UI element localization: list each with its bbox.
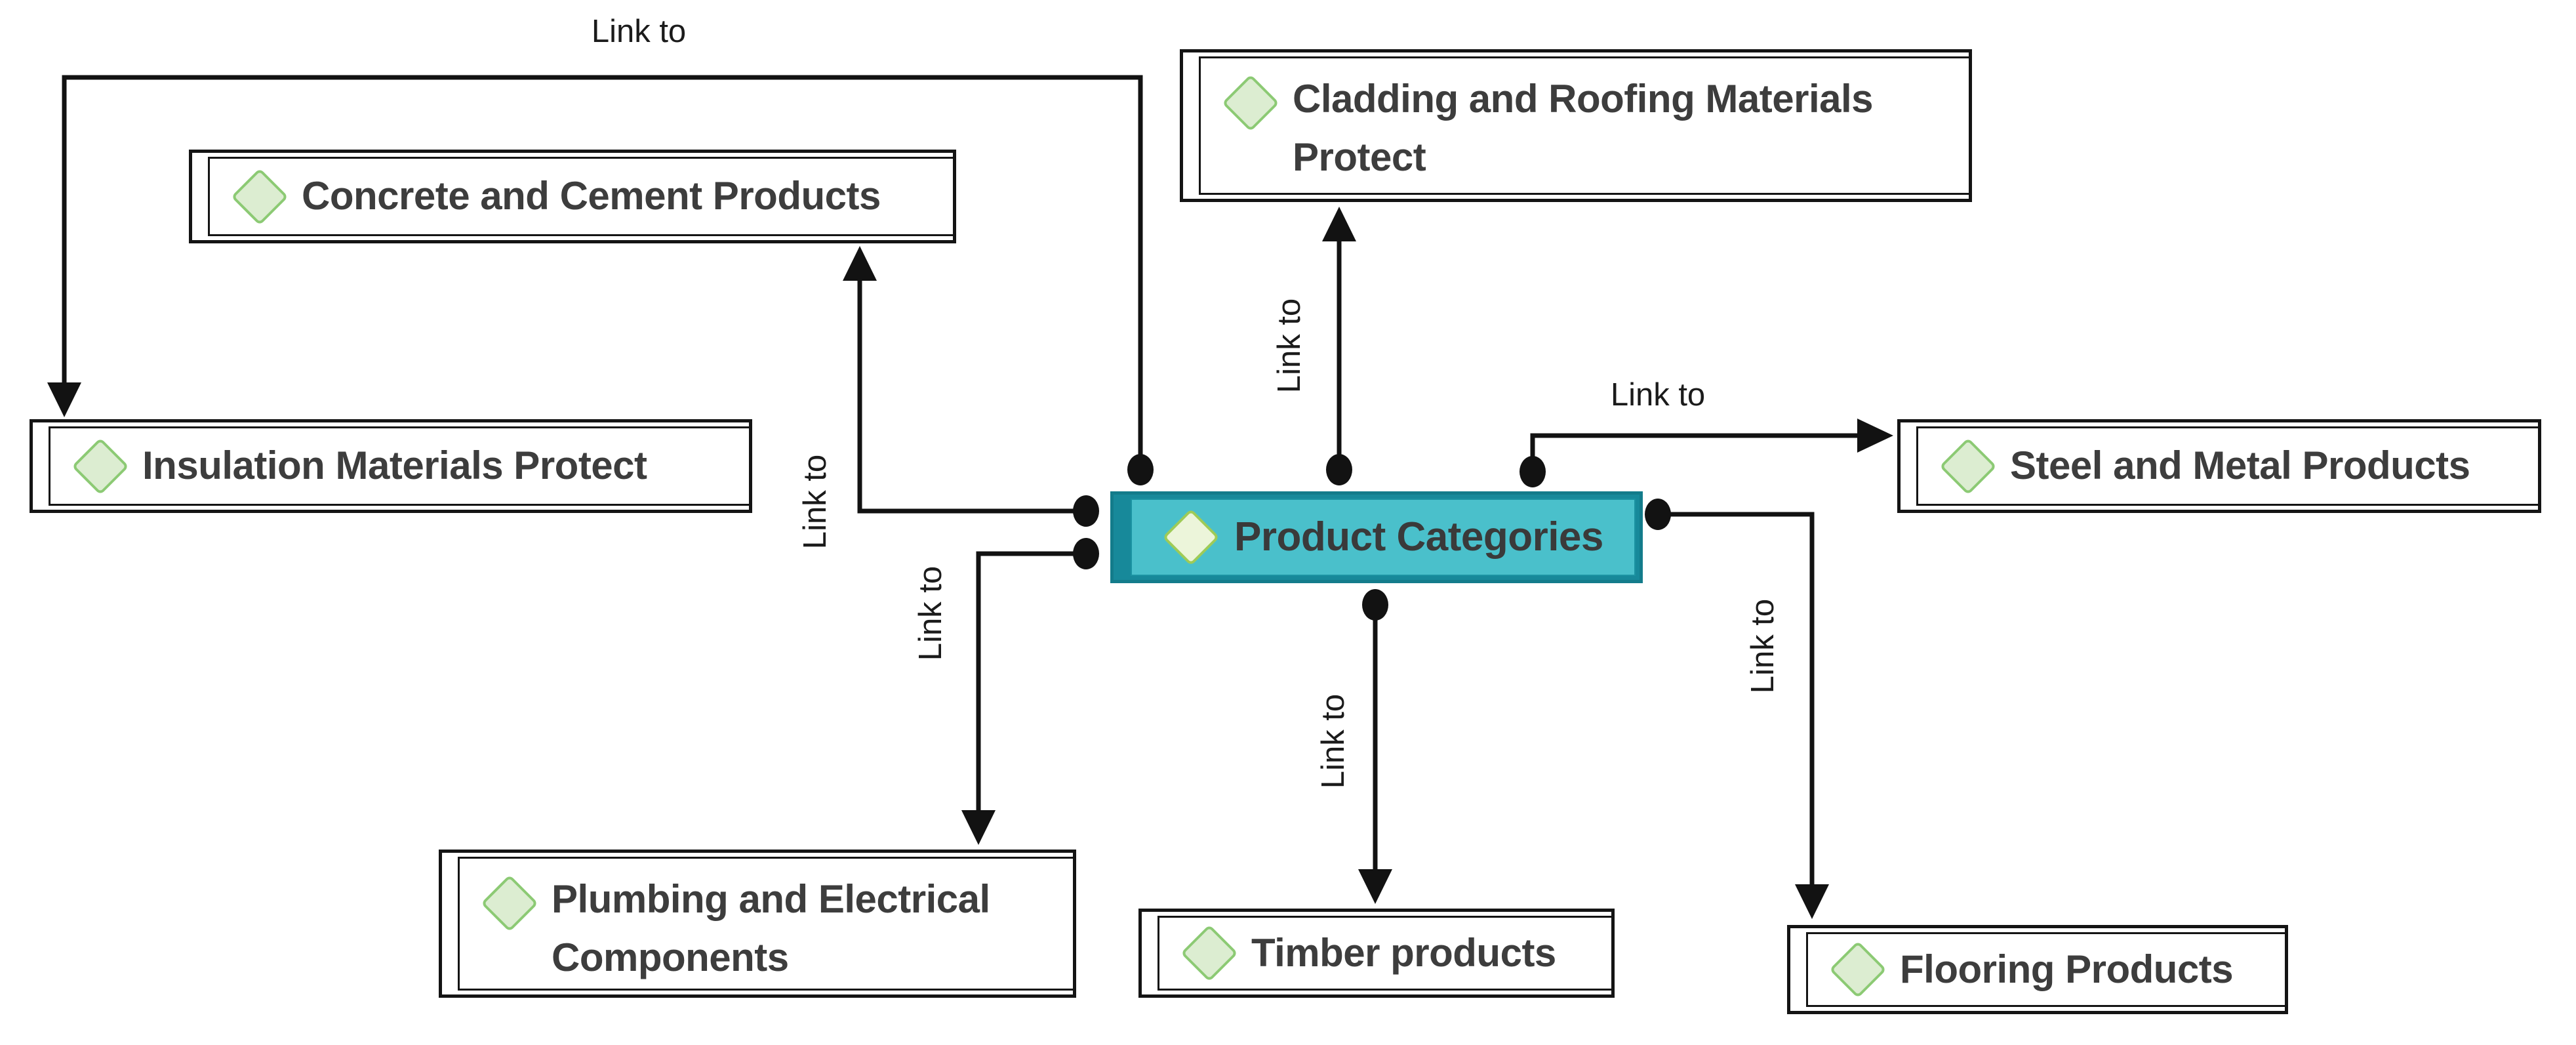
connector-line <box>1658 512 1815 884</box>
node-label: Product Categories <box>1234 514 1603 560</box>
node-timber[interactable]: Timber products <box>1138 909 1615 998</box>
node-label: Flooring Products <box>1900 947 2234 991</box>
node-label: Cladding and Roofing Materials Protect <box>1293 77 1874 179</box>
diamond-icon <box>1939 437 1997 495</box>
node-concrete-cement[interactable]: Concrete and Cement Products <box>189 150 956 243</box>
connector-product-categories-to-insulation[interactable] <box>47 75 1154 485</box>
link-label-steel-metal[interactable]: Link to <box>1610 377 1706 413</box>
node-plumbing-electrical[interactable]: Plumbing and Electrical Components <box>439 850 1076 998</box>
connection-dot <box>1362 589 1388 621</box>
node-flooring[interactable]: Flooring Products <box>1787 925 2288 1014</box>
diamond-icon <box>1180 924 1238 982</box>
connection-dot <box>1326 454 1352 485</box>
connector-line <box>1530 433 1857 472</box>
arrowhead-icon <box>843 246 877 281</box>
node-body: Concrete and Cement Products <box>208 157 953 236</box>
arrowhead-icon <box>1857 419 1893 453</box>
node-product-categories[interactable]: Product Categories <box>1110 491 1643 583</box>
connection-dot <box>1127 454 1154 485</box>
connector-product-categories-to-concrete-cement[interactable] <box>843 246 1099 527</box>
diamond-icon <box>481 874 538 932</box>
arrowhead-icon <box>47 382 81 417</box>
arrowhead-icon <box>1322 207 1356 241</box>
connector-line <box>62 75 1143 470</box>
connector-product-categories-to-steel-metal[interactable] <box>1519 419 1893 487</box>
node-label: Plumbing and Electrical Components <box>552 877 990 979</box>
connection-dot <box>1645 499 1671 530</box>
node-cladding-roofing[interactable]: Cladding and Roofing Materials Protect <box>1180 49 1972 202</box>
node-body: Steel and Metal Products <box>1916 426 2538 506</box>
node-label: Steel and Metal Products <box>2010 443 2470 488</box>
diamond-icon <box>231 167 289 226</box>
node-body: Plumbing and Electrical Components <box>458 857 1073 991</box>
node-steel-metal[interactable]: Steel and Metal Products <box>1897 419 2541 513</box>
diamond-icon <box>71 437 129 495</box>
connector-product-categories-to-timber[interactable] <box>1358 589 1392 904</box>
connection-dot <box>1073 538 1099 569</box>
connector-product-categories-to-flooring[interactable] <box>1645 499 1829 919</box>
node-body: Cladding and Roofing Materials Protect <box>1199 56 1969 195</box>
link-label-timber[interactable]: Link to <box>1316 693 1351 789</box>
connection-dot <box>1519 456 1546 487</box>
connector-line <box>857 281 1086 514</box>
node-body: Timber products <box>1157 916 1611 991</box>
node-body: Insulation Materials Protect <box>49 426 749 506</box>
node-label: Timber products <box>1251 930 1556 975</box>
link-label-cladding-roofing[interactable]: Link to <box>1272 298 1307 394</box>
connector-line <box>976 551 1086 810</box>
node-insulation[interactable]: Insulation Materials Protect <box>30 419 752 513</box>
connector-product-categories-to-plumbing-electrical[interactable] <box>961 538 1099 845</box>
link-label-flooring[interactable]: Link to <box>1745 598 1781 694</box>
arrowhead-icon <box>1358 869 1392 904</box>
connector-product-categories-to-cladding-roofing[interactable] <box>1322 207 1356 485</box>
link-label-insulation[interactable]: Link to <box>591 14 687 49</box>
node-body: Flooring Products <box>1806 932 2285 1007</box>
arrowhead-icon <box>1795 884 1829 919</box>
diamond-icon <box>1222 74 1279 132</box>
diamond-icon <box>1162 508 1220 566</box>
connection-dot <box>1073 495 1099 527</box>
diamond-icon <box>1829 941 1887 998</box>
node-body: Product Categories <box>1131 499 1636 576</box>
arrowhead-icon <box>961 810 996 845</box>
link-label-concrete-cement[interactable]: Link to <box>797 454 833 550</box>
link-label-plumbing-electrical[interactable]: Link to <box>913 565 948 661</box>
node-label: Insulation Materials Protect <box>142 443 647 488</box>
node-label: Concrete and Cement Products <box>302 174 881 218</box>
